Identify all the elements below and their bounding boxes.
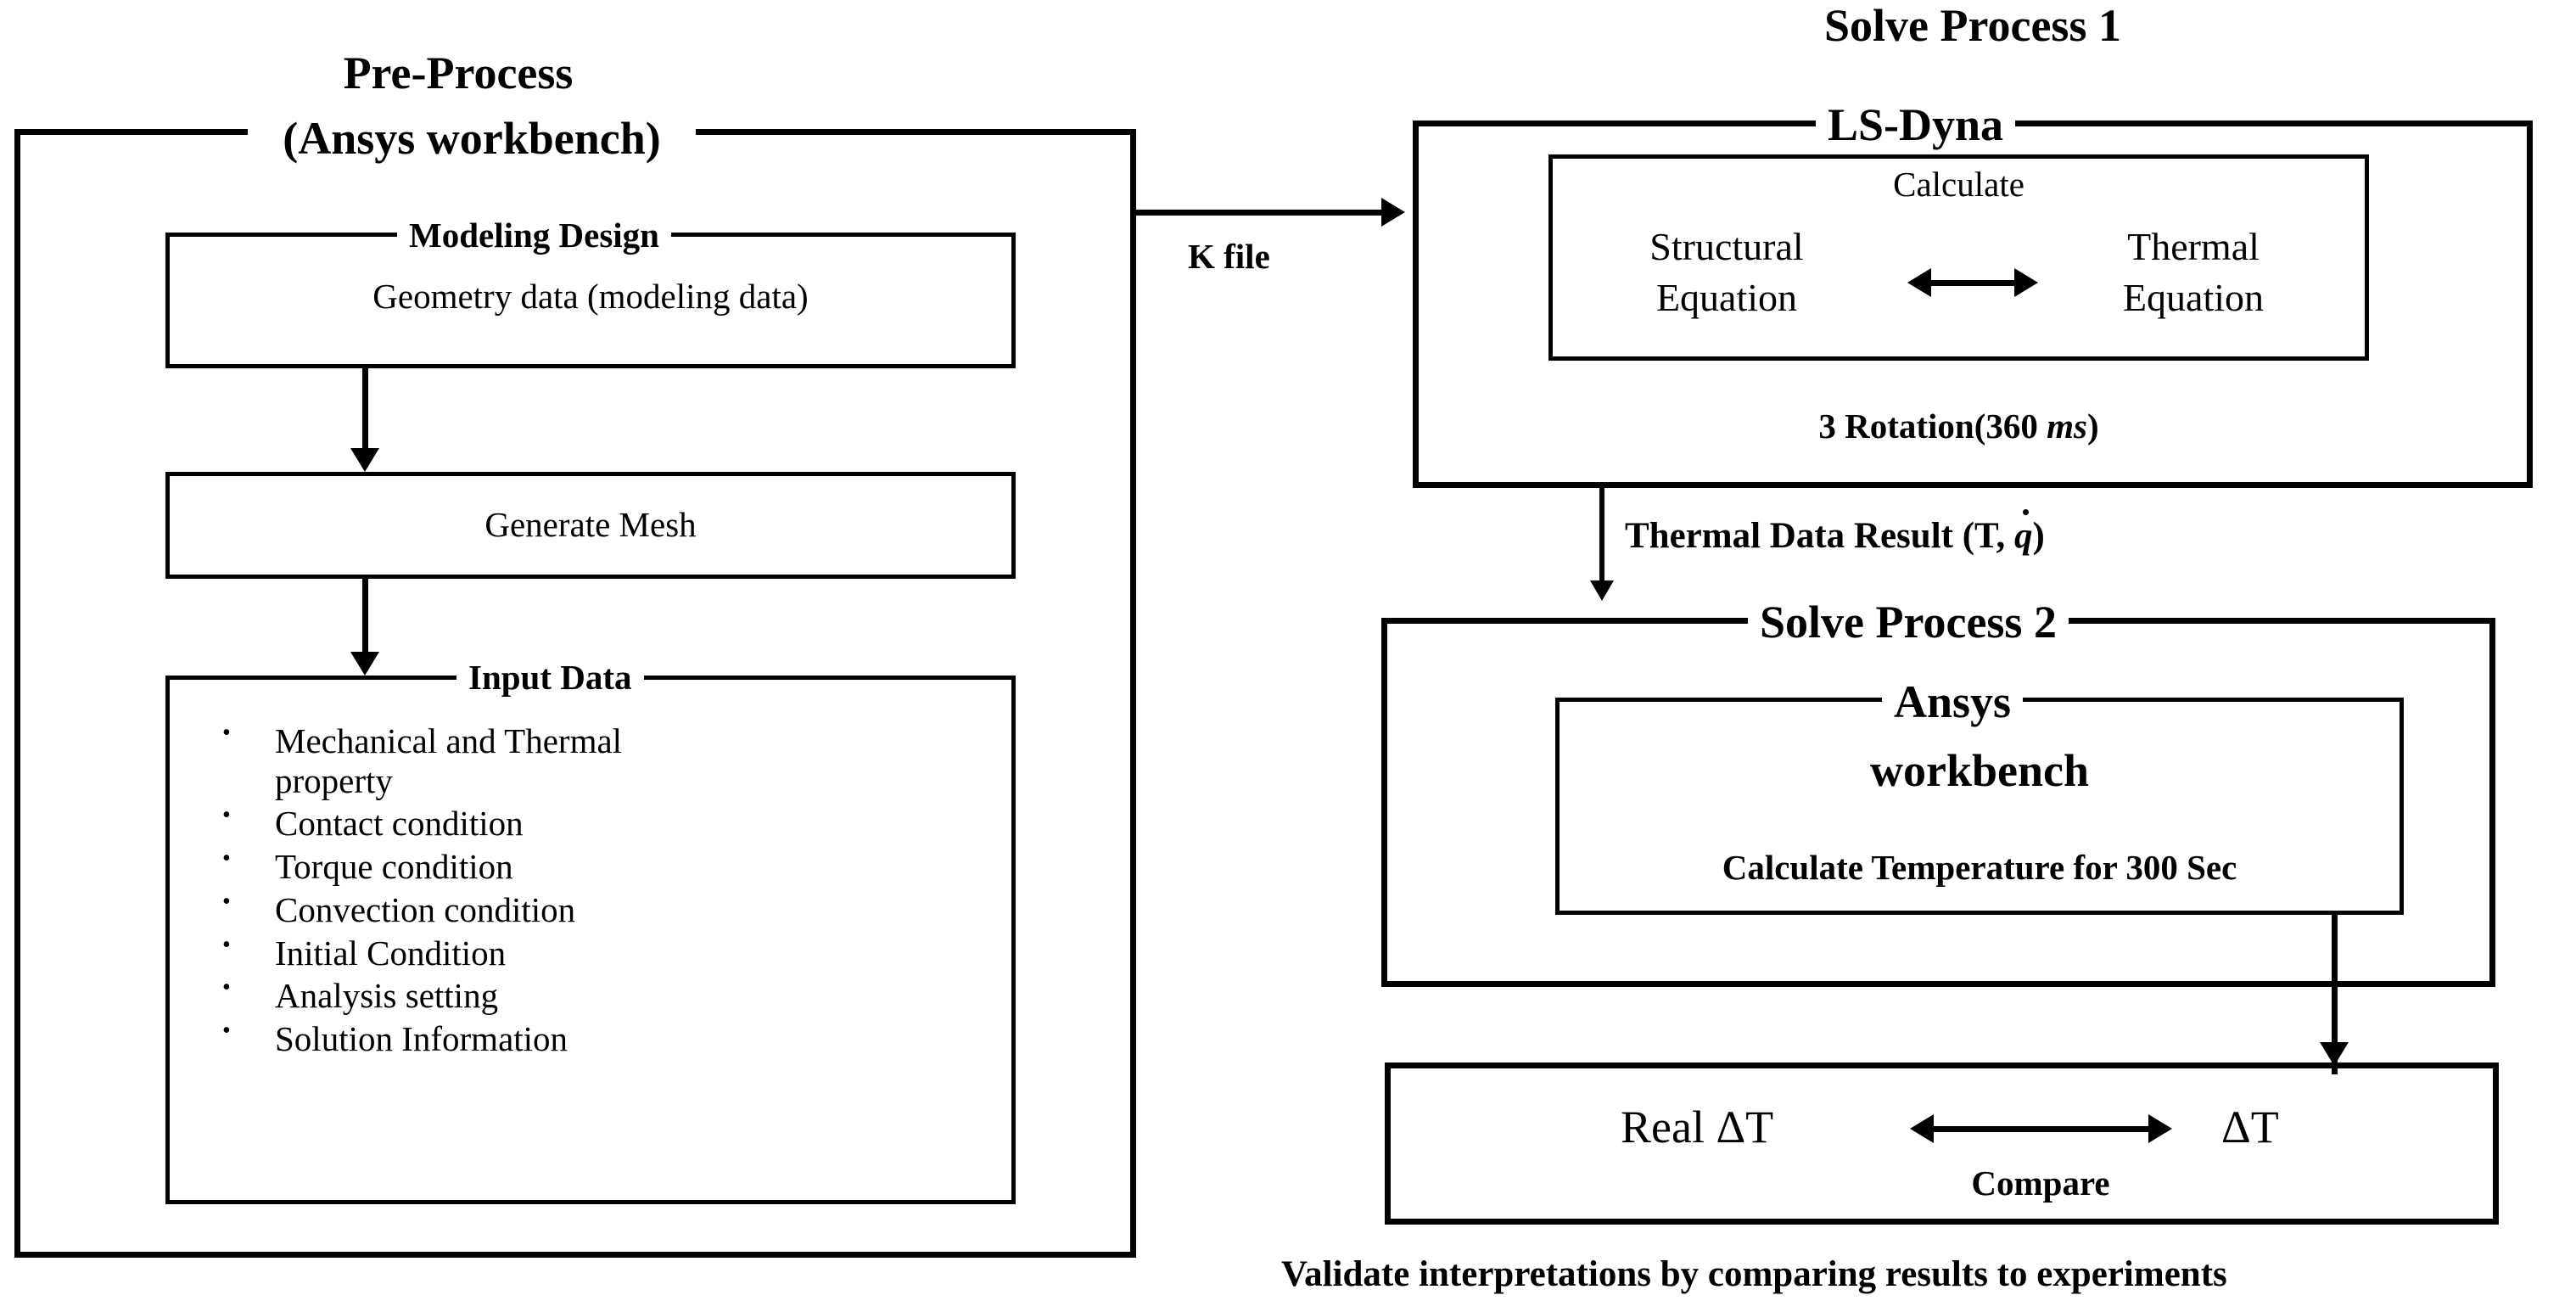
input-data-list: Mechanical and Thermal property Contact …	[222, 720, 986, 1062]
compare-arrow-head-left	[1910, 1114, 1934, 1143]
generate-mesh-box	[165, 472, 1016, 579]
ansys-inner-note: Calculate Temperature for 300 Sec	[1722, 848, 2237, 887]
solve-process-2-heading: Solve Process 2	[1748, 599, 2069, 645]
arrow-ansys-to-compare-line	[2332, 915, 2338, 1074]
arrow-ansys-to-compare-head	[2320, 1042, 2349, 1066]
list-item: Initial Condition	[222, 932, 986, 973]
arrow-mesh-to-input-line	[362, 579, 368, 664]
list-item: Contact condition	[222, 802, 986, 844]
thermal-result-suffix: )	[2032, 516, 2045, 556]
input-data-title: Input Data	[456, 660, 644, 695]
arrow-thermal-result-line	[1599, 488, 1604, 590]
ansys-inner-subtitle: workbench	[1869, 745, 2090, 796]
pre-process-title-line1: Pre-Process	[343, 48, 574, 98]
arrow-k-file-line	[1136, 210, 1386, 216]
rotation-note-prefix: 3 Rotation(360	[1818, 406, 2047, 446]
arrow-modeling-to-mesh-line	[362, 368, 368, 455]
solve-process-1-frame-title: LS-Dyna	[1816, 102, 2016, 148]
real-delta-t-label: Real ΔT	[1621, 1102, 1774, 1152]
arrow-mesh-to-input-head	[350, 652, 379, 676]
arrow-k-file-head	[1381, 198, 1405, 227]
list-item: Convection condition	[222, 889, 986, 930]
list-item: Analysis setting	[222, 974, 986, 1016]
arrow-modeling-to-mesh-head	[350, 448, 379, 472]
ansys-inner-title: Ansys	[1882, 679, 2024, 725]
equation-coupling-arrow-head-left	[1907, 268, 1931, 297]
modeling-design-title: Modeling Design	[397, 218, 671, 253]
equation-coupling-arrow-head-right	[2014, 268, 2038, 297]
structural-equation-line2: Equation	[1655, 276, 1798, 319]
compare-arrow-head-right	[2148, 1114, 2172, 1143]
modeling-design-body: Geometry data (modeling data)	[372, 277, 809, 316]
solve-process-1-heading: Solve Process 1	[1824, 0, 2121, 51]
rotation-note: 3 Rotation(360 ms)	[1548, 406, 2369, 446]
calculate-box	[1548, 154, 2369, 361]
q-dot-symbol: q	[2014, 509, 2033, 556]
arrow-thermal-result-head	[1590, 580, 1614, 601]
pre-process-title-line2: (Ansys workbench)	[248, 115, 696, 161]
list-item: Torque condition	[222, 845, 986, 887]
compare-result-box	[1385, 1062, 2499, 1225]
compare-arrow-line	[1933, 1126, 2149, 1132]
compare-caption: Compare	[1971, 1163, 2110, 1203]
list-item: Mechanical and Thermal property	[222, 720, 986, 800]
calculate-label: Calculate	[1893, 165, 2024, 204]
delta-t-label: ΔT	[2221, 1102, 2279, 1152]
thermal-equation-line2: Equation	[2122, 276, 2265, 319]
thermal-result-prefix: Thermal Data Result (T,	[1625, 516, 2015, 556]
footer-caption: Validate interpretations by comparing re…	[1281, 1254, 2227, 1294]
equation-coupling-arrow-line	[1930, 280, 2015, 286]
thermal-data-result-label: Thermal Data Result (T, q)	[1625, 509, 2045, 557]
list-item: Solution Information	[222, 1018, 986, 1059]
rotation-note-suffix: )	[2086, 406, 2099, 446]
k-file-label: K file	[1188, 237, 1270, 276]
thermal-equation-line1: Thermal	[2127, 225, 2260, 268]
generate-mesh-label: Generate Mesh	[484, 505, 697, 544]
rotation-note-unit: ms	[2047, 406, 2087, 446]
structural-equation-line1: Structural	[1649, 225, 1804, 268]
